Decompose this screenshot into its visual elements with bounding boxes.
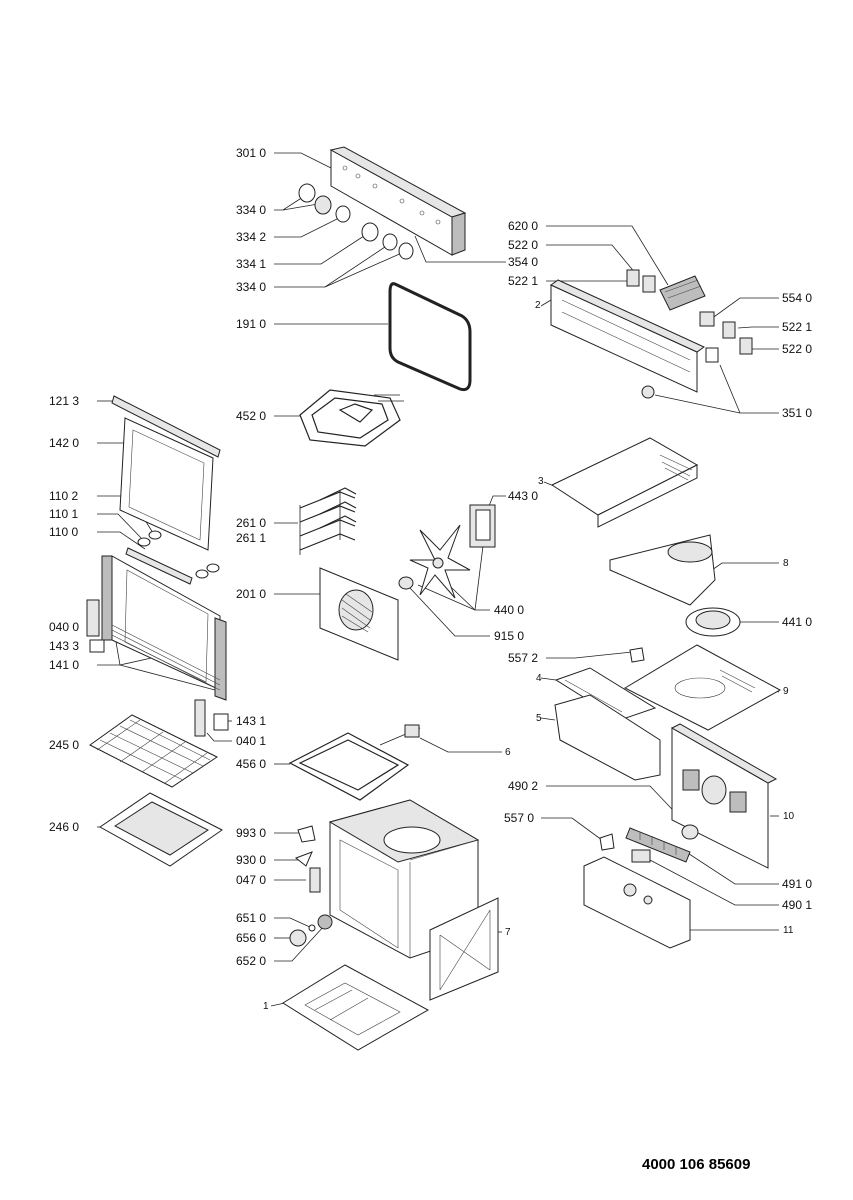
part-label-522-0-b: 522 0 — [782, 342, 813, 356]
thermostat-351 — [641, 347, 719, 399]
part-label-6: 6 — [505, 747, 511, 758]
door-gasket-191 — [388, 282, 472, 392]
part-label-110-2: 110 2 — [49, 489, 79, 503]
oven-cavity — [328, 799, 480, 959]
part-label-3: 3 — [538, 476, 544, 487]
part-label-334-2: 334 2 — [236, 230, 267, 244]
part-label-490-2: 490 2 — [508, 779, 539, 793]
part-label-1: 1 — [263, 1001, 269, 1012]
part-label-142-0: 142 0 — [49, 436, 80, 450]
top-cover-3 — [550, 437, 699, 528]
part-label-441-0: 441 0 — [782, 615, 813, 629]
grill-element-452 — [299, 389, 404, 447]
part-label-490-1: 490 1 — [782, 898, 813, 912]
part-label-443-0: 443 0 — [508, 489, 539, 503]
control-board-11 — [583, 856, 691, 949]
part-label-040-0: 040 0 — [49, 620, 80, 634]
part-label-246-0: 246 0 — [49, 820, 80, 834]
switch-554 — [699, 311, 715, 327]
thermostat-557-0 — [599, 833, 615, 851]
front-frame-7 — [429, 897, 499, 1001]
back-panel-10 — [670, 723, 778, 869]
inner-glass-142 — [119, 417, 214, 551]
part-label-557-2: 557 2 — [508, 651, 539, 665]
rear-plate-9 — [623, 644, 782, 731]
part-label-351-0: 351 0 — [782, 406, 813, 420]
part-label-456-0: 456 0 — [236, 757, 267, 771]
electronics-panel-2 — [550, 279, 705, 393]
part-label-040-1: 040 1 — [236, 734, 267, 748]
fan-blade-440 — [409, 524, 471, 599]
ring-heater-456 — [288, 724, 421, 801]
door-hinges-040 — [86, 599, 229, 737]
part-label-261-1: 261 1 — [236, 531, 267, 545]
part-label-522-0: 522 0 — [508, 238, 539, 252]
wire-shelf-245 — [89, 714, 218, 788]
part-label-110-1: 110 1 — [49, 507, 79, 521]
fan-cover-201 — [319, 567, 399, 661]
part-label-651-0: 651 0 — [236, 911, 267, 925]
door-top-trim-121 — [111, 395, 221, 458]
part-label-440-0: 440 0 — [494, 603, 525, 617]
lamp-holder-490-1 — [631, 849, 651, 863]
part-label-656-0: 656 0 — [236, 931, 267, 945]
part-label-491-0: 491 0 — [782, 877, 813, 891]
part-label-047-0: 047 0 — [236, 873, 267, 887]
lamp-490-2 — [681, 824, 699, 840]
part-label-522-1-b: 522 1 — [782, 320, 813, 334]
part-label-993-0: 993 0 — [236, 826, 267, 840]
control-knobs — [298, 183, 414, 260]
part-label-201-0: 201 0 — [236, 587, 267, 601]
part-label-915-0: 915 0 — [494, 629, 525, 643]
part-label-261-0: 261 0 — [236, 516, 267, 530]
part-label-557-0: 557 0 — [504, 811, 535, 825]
cooling-duct-8 — [609, 534, 716, 606]
part-label-2: 2 — [535, 300, 541, 311]
part-label-8: 8 — [783, 558, 789, 569]
part-label-191-0: 191 0 — [236, 317, 267, 331]
part-label-334-0: 334 0 — [236, 203, 267, 217]
part-label-7: 7 — [505, 927, 511, 938]
control-panel-301 — [329, 146, 467, 256]
part-label-5: 5 — [536, 713, 542, 724]
part-label-245-0: 245 0 — [49, 738, 80, 752]
part-label-9: 9 — [783, 686, 789, 697]
relays-522 — [626, 269, 753, 355]
cooling-fan-441 — [685, 607, 741, 637]
terminal-block-620 — [659, 275, 706, 311]
part-label-10: 10 — [783, 811, 795, 822]
oven-door-141 — [101, 555, 227, 701]
part-label-452-0: 452 0 — [236, 409, 267, 423]
part-label-143-3: 143 3 — [49, 639, 80, 653]
part-label-334-1: 334 1 — [236, 257, 267, 271]
door-glass-clips-110 — [125, 530, 220, 585]
part-label-11: 11 — [783, 925, 794, 936]
part-label-301-0: 301 0 — [236, 146, 267, 160]
thermostat-557-2 — [629, 647, 645, 663]
bottom-plate-1 — [282, 964, 430, 1051]
part-label-620-0: 620 0 — [508, 219, 539, 233]
document-number: 4000 106 85609 — [642, 1156, 751, 1173]
part-label-334-0-b: 334 0 — [236, 280, 267, 294]
bracket-5 — [554, 694, 661, 781]
part-label-554-0: 554 0 — [782, 291, 813, 305]
part-label-110-0: 110 0 — [49, 525, 79, 539]
part-label-121-3: 121 3 — [49, 394, 80, 408]
terminal-strip-491 — [625, 827, 691, 863]
part-label-141-0: 141 0 — [49, 658, 80, 672]
part-label-354-0: 354 0 — [508, 255, 539, 269]
side-racks-261 — [299, 487, 357, 555]
part-label-930-0: 930 0 — [236, 853, 267, 867]
part-label-143-1: 143 1 — [236, 714, 267, 728]
baking-tray-246 — [99, 792, 223, 867]
fan-nut-915 — [398, 576, 414, 590]
part-label-4: 4 — [536, 673, 542, 684]
part-label-652-0: 652 0 — [236, 954, 267, 968]
part-label-522-1: 522 1 — [508, 274, 539, 288]
cavity-small-parts — [289, 825, 333, 947]
fan-motor-443 — [469, 504, 496, 548]
